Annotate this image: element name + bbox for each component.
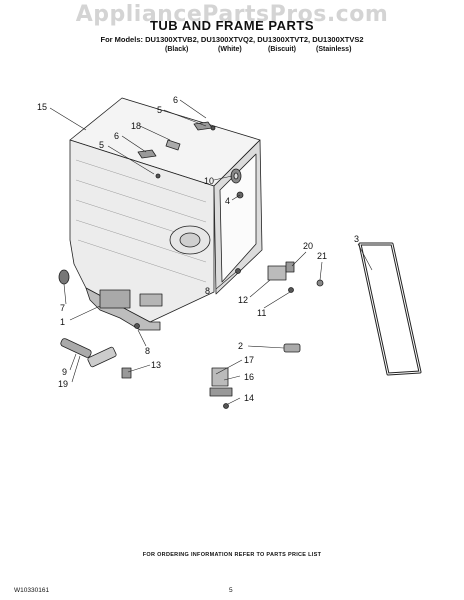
part-20 <box>285 261 295 273</box>
callout-labels: 15 6 5 18 6 5 10 4 3 20 21 8 12 11 7 1 8… <box>37 95 359 403</box>
callout-16: 16 <box>244 372 254 382</box>
part-9-leg <box>60 338 92 358</box>
callout-2: 2 <box>238 341 243 351</box>
callout-8-lower: 8 <box>145 346 150 356</box>
sump-center <box>179 232 201 248</box>
callout-6-upper: 6 <box>173 95 178 105</box>
callout-15: 15 <box>37 102 47 112</box>
color-label-biscuit: (Biscuit) <box>268 46 296 53</box>
callout-1: 1 <box>60 317 65 327</box>
callout-6-lower: 6 <box>114 131 119 141</box>
part-13-cover <box>87 346 117 368</box>
callout-4: 4 <box>225 196 230 206</box>
callout-21: 21 <box>317 251 327 261</box>
part-14-screw <box>223 403 229 409</box>
callout-13: 13 <box>151 360 161 370</box>
callout-10: 10 <box>204 176 214 186</box>
color-label-stainless: (Stainless) <box>316 46 352 53</box>
callout-14: 14 <box>244 393 254 403</box>
part-2 <box>283 343 301 353</box>
color-label-white: (White) <box>218 46 242 53</box>
part-13-clip <box>121 367 132 379</box>
leader-lines <box>49 99 373 405</box>
part-10-bearing-hole <box>233 172 239 180</box>
part-11-screw <box>288 287 294 293</box>
callout-3: 3 <box>354 234 359 244</box>
part-8-screw-upper <box>235 268 241 274</box>
door-gasket-3-inner <box>359 243 421 375</box>
callout-9: 9 <box>62 367 67 377</box>
part-12-bracket <box>267 265 287 281</box>
callout-20: 20 <box>303 241 313 251</box>
callout-12: 12 <box>238 295 248 305</box>
base-bracket <box>99 289 131 309</box>
callout-5-lower: 5 <box>99 140 104 150</box>
screw-part-5 <box>210 125 216 131</box>
page-number: 5 <box>229 587 233 594</box>
page-title: TUB AND FRAME PARTS <box>149 18 315 33</box>
door-gasket-3 <box>358 242 422 376</box>
screw-part-5-lower <box>155 173 161 179</box>
callout-11: 11 <box>257 308 266 318</box>
part-21 <box>316 279 324 287</box>
callout-7: 7 <box>60 303 65 313</box>
callout-8-upper: 8 <box>205 286 210 296</box>
base-foot <box>139 293 163 307</box>
callout-17: 17 <box>244 355 254 365</box>
color-label-black: (Black) <box>165 46 189 53</box>
part-16-bracket <box>211 367 229 387</box>
mounting-bracket-18 <box>165 139 181 151</box>
document-number: W10330161 <box>14 587 50 594</box>
callout-5-upper: 5 <box>157 105 162 115</box>
part-7-leveling-foot <box>58 269 70 285</box>
bracket-part-6-left <box>137 149 157 159</box>
tub-opening <box>219 153 257 283</box>
callout-18: 18 <box>131 121 141 131</box>
callout-19: 19 <box>58 379 68 389</box>
part-8-screw-lower <box>134 323 140 329</box>
ordering-note: FOR ORDERING INFORMATION REFER TO PARTS … <box>142 552 322 558</box>
models-line: For Models: DU1300XTVB2, DU1300XTVQ2, DU… <box>100 35 364 44</box>
part-17-plate <box>209 387 233 397</box>
